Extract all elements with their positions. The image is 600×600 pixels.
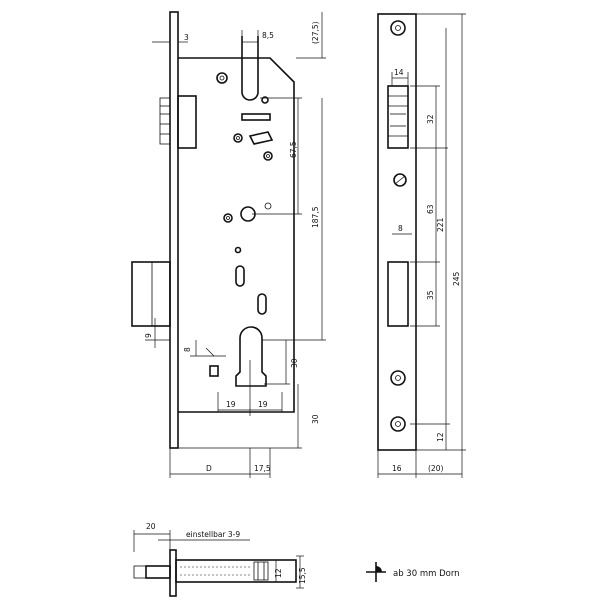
side-view: 14 32 63 221 245 8 35 12 16 (20) <box>377 13 466 478</box>
dim-14: 14 <box>394 68 404 77</box>
deadbolt <box>131 261 171 327</box>
dim-12-side: 12 <box>436 432 445 442</box>
dim-63: 63 <box>426 204 435 214</box>
dim-3: 3 <box>184 33 189 42</box>
dim-19-right: 19 <box>258 400 268 409</box>
dim-20-paren: (20) <box>428 464 443 473</box>
faceplate-front <box>377 13 417 451</box>
faceplate-strip <box>169 11 179 449</box>
dim-8-side: 8 <box>398 224 403 233</box>
dim-D: D <box>206 464 212 473</box>
bottom-case <box>175 559 297 583</box>
dim-adjustable: einstellbar 3-9 <box>186 530 240 539</box>
follower-detail <box>209 365 219 377</box>
dim-12-bottom: 12 <box>274 568 283 578</box>
center-screw <box>393 173 407 187</box>
dim-32: 32 <box>426 114 435 124</box>
dim-8-5: 8,5 <box>262 31 274 40</box>
legend-note: ab 30 mm Dorn <box>393 569 460 579</box>
dim-187-5: 187,5 <box>311 206 320 228</box>
dim-17-5: 17,5 <box>254 464 271 473</box>
cylinder-profile <box>235 326 267 387</box>
front-view: 3 8,5 (27,5) 67,5 187,5 9 8 30 19 19 30 … <box>131 11 326 478</box>
internal-parts <box>216 72 274 315</box>
dim-67-5: 67,5 <box>289 141 298 158</box>
front-dimension-lines <box>145 12 326 478</box>
dim-19-left: 19 <box>226 400 236 409</box>
top-slot <box>241 36 259 101</box>
bottom-dimension-lines <box>133 530 304 589</box>
dim-30-bottom: 30 <box>311 414 320 424</box>
dim-15-5: 15,5 <box>298 567 307 584</box>
dim-30-cylinder: 30 <box>290 358 299 368</box>
backset-symbol-icon <box>366 562 386 582</box>
legend: ab 30 mm Dorn <box>366 562 460 582</box>
dim-27-5: (27,5) <box>311 21 320 44</box>
dim-35: 35 <box>426 290 435 300</box>
bottom-faceplate <box>169 549 177 597</box>
lock-case-outline <box>178 57 295 413</box>
dim-16: 16 <box>392 464 402 473</box>
screw-holes <box>390 20 406 432</box>
latch-bolt <box>159 95 197 149</box>
side-dimension-lines <box>377 13 466 478</box>
dim-245: 245 <box>452 271 461 286</box>
bottom-view: 20 einstellbar 3-9 12 15,5 <box>133 522 307 597</box>
dim-9: 9 <box>144 333 153 338</box>
latch-front-view <box>387 85 409 149</box>
bottom-hatching <box>180 561 269 581</box>
dim-20-bottom: 20 <box>146 522 156 531</box>
bottom-bolt <box>145 565 171 579</box>
dim-8: 8 <box>183 347 192 352</box>
dim-221: 221 <box>436 217 445 232</box>
bolt-opening <box>387 261 409 327</box>
